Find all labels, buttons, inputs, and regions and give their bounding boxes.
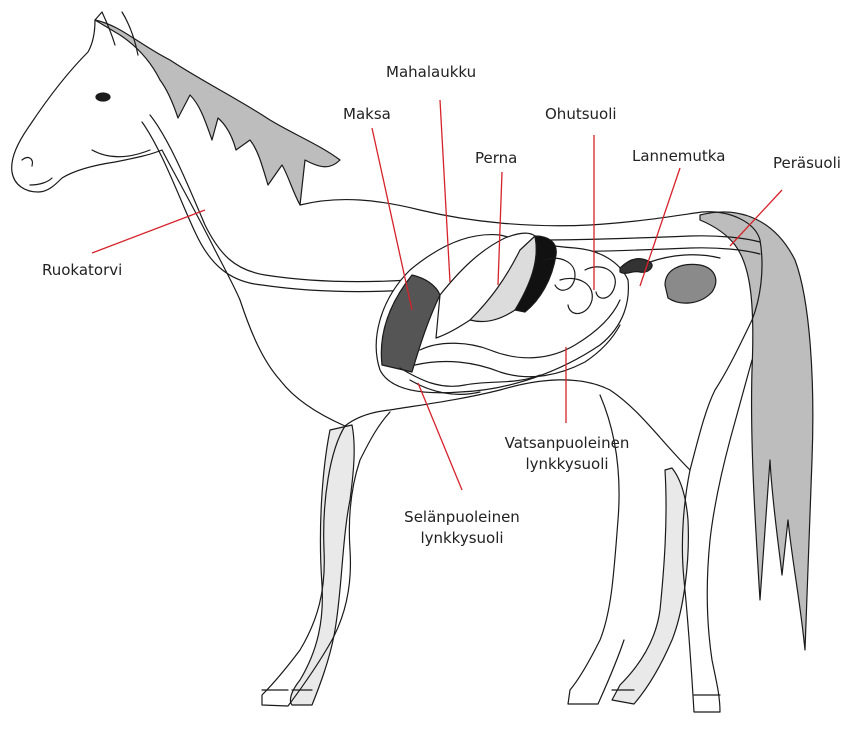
nostril [22,158,32,166]
label-ohutsuoli: Ohutsuoli [545,104,617,125]
far-hind-leg [612,468,688,704]
label-ruokatorvi: Ruokatorvi [42,260,122,281]
label-maksa: Maksa [343,104,391,125]
chest-neck-front [240,300,345,426]
rectum [665,264,716,303]
mouth [30,178,52,185]
label-mahalaukku: Mahalaukku [386,62,476,83]
label-lannemutka: Lannemutka [632,146,725,167]
belly-line [345,380,690,470]
head-outline [12,20,240,300]
leader-maksa [372,128,412,310]
label-selanpuoleinen-line1: Selänpuoleinen [404,507,520,528]
intestine-upper-tube [540,236,760,242]
label-vatsanpuoleinen-line2: lynkkysuoli [525,454,608,475]
label-perna: Perna [475,148,517,169]
far-front-leg [290,425,354,705]
label-selanpuoleinen-line2: lynkkysuoli [420,528,503,549]
label-vatsanpuoleinen-line1: Vatsanpuoleinen [505,433,630,454]
mane [95,20,340,205]
label-perasuoli: Peräsuoli [773,153,841,174]
leader-ruokatorvi [92,210,205,253]
tail [700,212,813,650]
rectum-tube [650,255,720,262]
eye [96,93,110,101]
